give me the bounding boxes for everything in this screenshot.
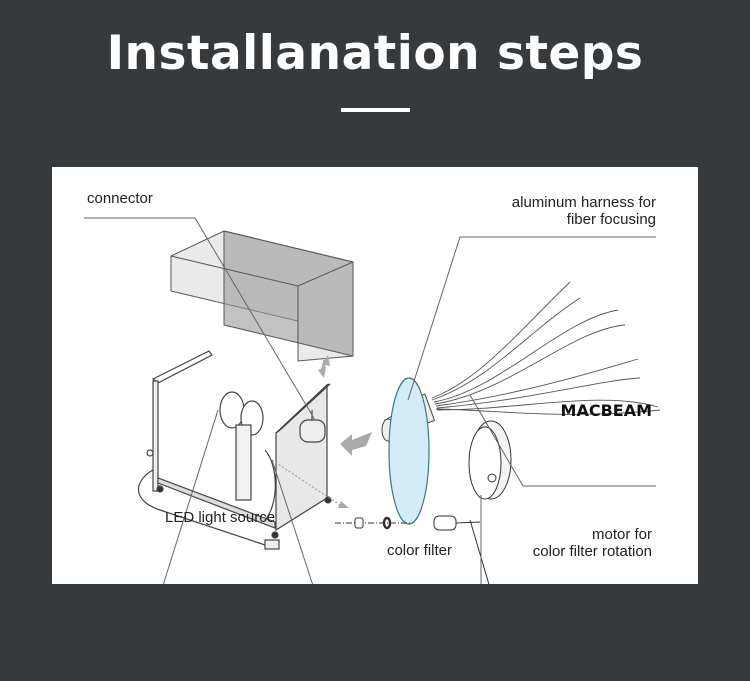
cover-box — [170, 230, 354, 362]
installation-diagram: connector aluminum harness for fiber foc… — [52, 167, 698, 584]
axis-arrow-icon — [338, 501, 349, 508]
page-title: Installanation steps — [106, 26, 644, 81]
axis-dotted-line — [271, 459, 341, 506]
label-color-filter: color filter — [387, 542, 452, 559]
label-brand: MACBEAM — [561, 401, 652, 420]
label-connector: connector — [87, 190, 153, 207]
label-led-light-source: LED light source — [165, 509, 275, 526]
chassis — [138, 350, 332, 550]
label-motor-line1: motor for — [592, 526, 652, 543]
label-motor-line2: color filter rotation — [533, 543, 652, 560]
color-filter-disc — [388, 377, 430, 525]
label-harness-line1: aluminum harness for — [512, 194, 656, 211]
filter-shaft — [335, 515, 481, 531]
diagram-svg: connector aluminum harness for fiber foc… — [84, 190, 661, 584]
leader-lines — [84, 217, 656, 584]
lift-arrow-icon — [318, 355, 330, 378]
motor — [468, 420, 512, 584]
optical-fibers — [431, 281, 661, 415]
label-harness-line2: fiber focusing — [567, 211, 656, 228]
title-divider — [341, 108, 410, 112]
insert-arrow-icon — [340, 432, 372, 456]
